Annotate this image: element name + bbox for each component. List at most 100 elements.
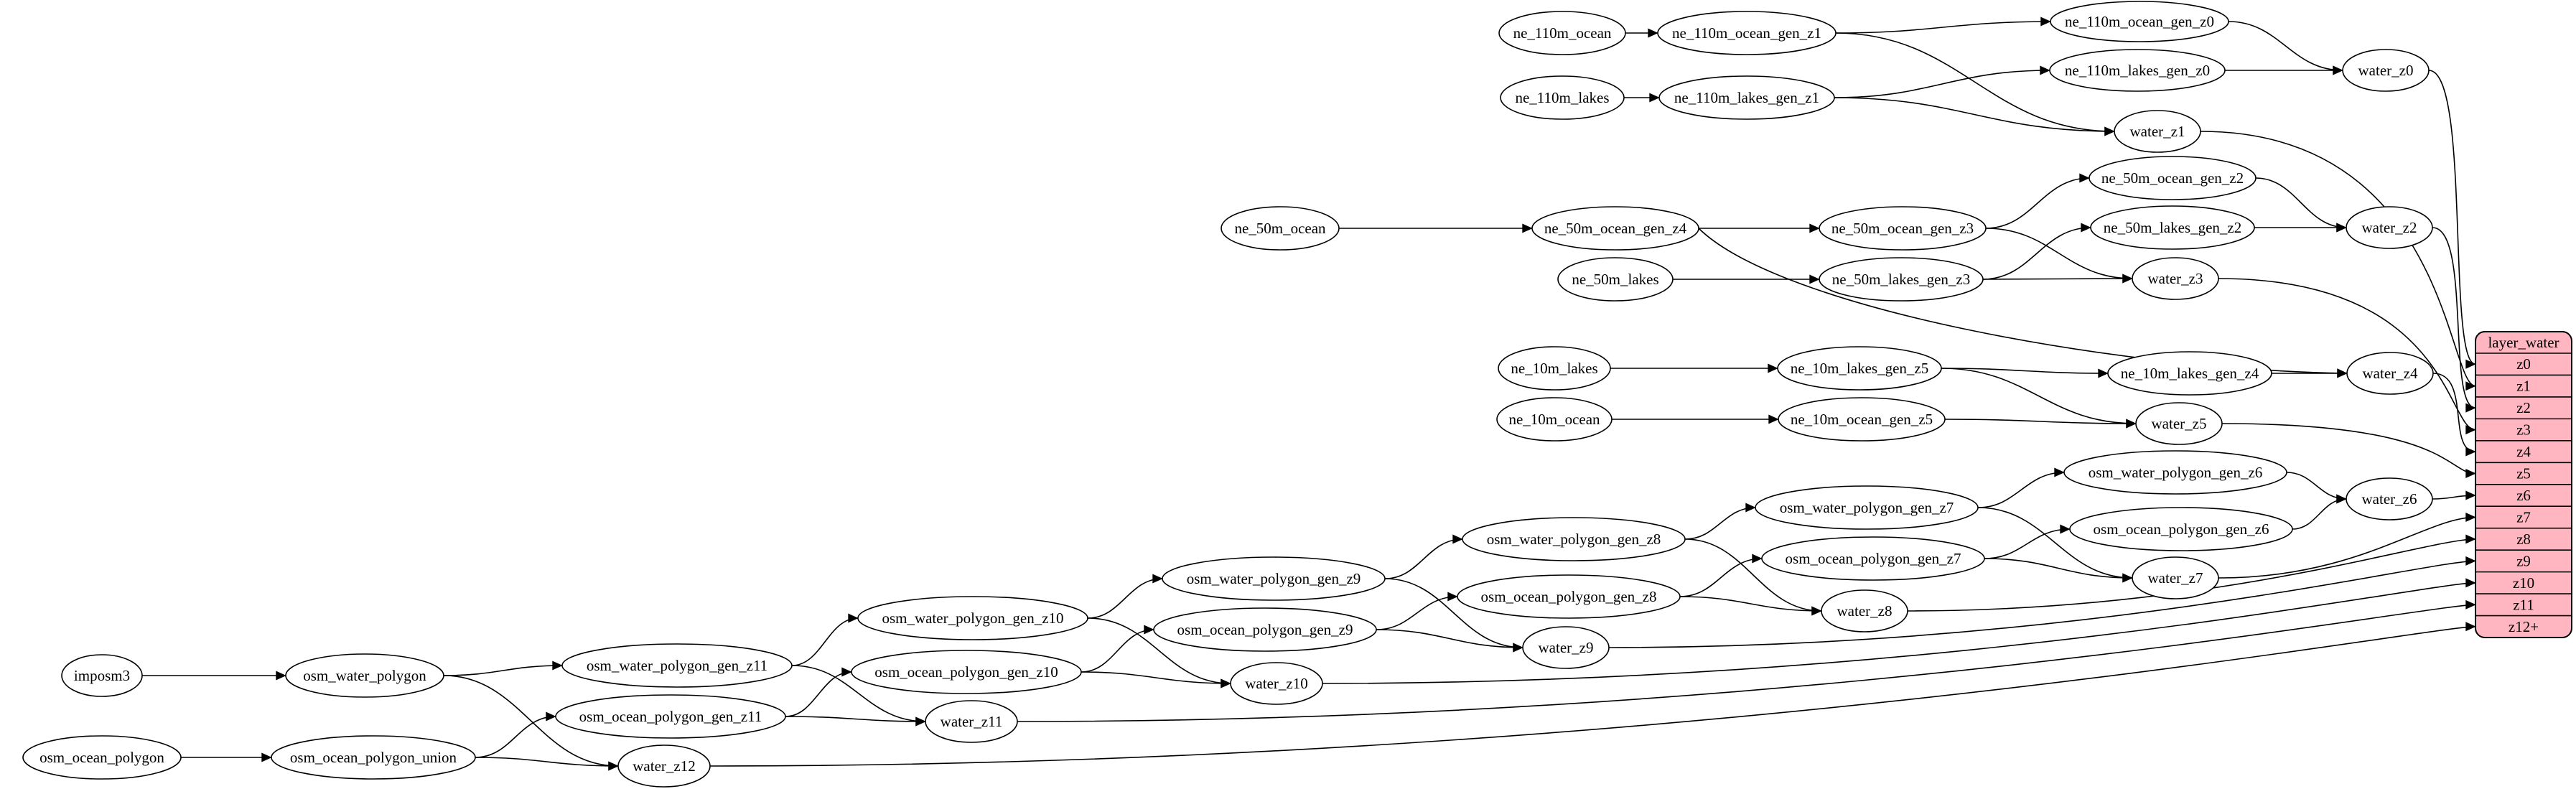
node-shape-water_z10 [1230,662,1323,705]
node-water_z2: water_z2 [2346,206,2433,249]
node-osm_water_polygon_gen_z10: osm_water_polygon_gen_z10 [857,596,1088,640]
node-shape-ne_10m_lakes_gen_z4 [2107,351,2272,396]
node-shape-ne_50m_ocean_gen_z2 [2089,156,2257,200]
table-layer: layer_waterz0z1z2z3z4z5z6z7z8z9z10z11z12… [2475,331,2572,638]
node-shape-water_z7 [2132,556,2219,599]
edge-osm_water_polygon_gen_z7-to-water_z7 [1977,507,2133,583]
node-ne_50m_lakes_gen_z3: ne_50m_lakes_gen_z3 [1819,257,1984,302]
node-shape-osm_water_polygon_gen_z11 [561,643,793,688]
node-shape-osm_water_polygon_gen_z6 [2063,450,2287,495]
node-shape-ne_110m_lakes_gen_z1 [1658,75,1835,120]
edge-water_z10-to-layer_water-z10 [1322,578,2476,684]
node-shape-ne_110m_ocean_gen_z1 [1657,11,1837,55]
node-water_z8: water_z8 [1821,589,1908,632]
node-label-water_z4: water_z4 [2363,365,2418,382]
node-water_z4: water_z4 [2346,352,2434,395]
node-ne_110m_ocean: ne_110m_ocean [1498,11,1626,55]
node-shape-osm_ocean_polygon_gen_z10 [851,650,1082,694]
node-label-water_z8: water_z8 [1837,602,1893,620]
node-shape-osm_ocean_polygon_gen_z11 [555,694,786,739]
node-ne_10m_ocean_gen_z5: ne_10m_ocean_gen_z5 [1778,397,1946,442]
node-shape-osm_ocean_polygon_union [271,735,476,780]
node-osm_ocean_polygon_gen_z10: osm_ocean_polygon_gen_z10 [851,650,1082,694]
table-title-layer-water: layer_water [2488,334,2559,351]
nodes-layer: ne_110m_ocean ne_110m_ocean_gen_z1 ne_110m… [22,1,2434,788]
node-shape-ne_110m_lakes [1500,75,1625,120]
node-osm_water_polygon: osm_water_polygon [285,653,444,698]
node-water_z5: water_z5 [2135,402,2223,445]
edge-water_z8-to-layer_water-z8 [1907,534,2476,612]
node-ne_10m_lakes_gen_z4: ne_10m_lakes_gen_z4 [2107,351,2272,396]
node-label-osm_water_polygon_gen_z6: osm_water_polygon_gen_z6 [2089,464,2263,481]
node-label-ne_50m_lakes_gen_z3: ne_50m_lakes_gen_z3 [1832,271,1970,288]
node-osm_water_polygon_gen_z11: osm_water_polygon_gen_z11 [561,643,793,688]
edge-ne_110m_ocean_gen_z0-to-water_z0 [2228,21,2343,75]
edge-osm_ocean_polygon_gen_z7-to-water_z7 [1984,558,2133,583]
node-label-osm_ocean_polygon_gen_z11: osm_ocean_polygon_gen_z11 [579,708,762,725]
edge-water_z12-to-layer_water-z12+ [709,622,2476,767]
edge-ne_110m_ocean_gen_z1-to-ne_110m_ocean_gen_z0 [1835,17,2051,34]
node-shape-ne_50m_lakes [1557,257,1674,302]
table-row-z6: z6 [2516,487,2531,504]
node-label-ne_50m_lakes_gen_z2: ne_50m_lakes_gen_z2 [2104,219,2241,236]
node-label-ne_110m_ocean_gen_z0: ne_110m_ocean_gen_z0 [2065,13,2214,30]
node-label-ne_110m_ocean: ne_110m_ocean [1513,24,1612,42]
table-row-z11: z11 [2513,596,2534,613]
edge-ne_10m_ocean_gen_z5-to-water_z5 [1944,419,2137,429]
node-label-ne_50m_ocean_gen_z4: ne_50m_ocean_gen_z4 [1544,220,1687,237]
edge-osm_ocean_polygon_gen_z11-to-osm_ocean_polygon_gen_z10 [785,667,852,717]
node-shape-osm_water_polygon_gen_z8 [1462,517,1686,561]
edge-osm_water_polygon_gen_z11-to-water_z11 [791,665,926,727]
node-label-water_z7: water_z7 [2148,569,2203,587]
node-shape-water_z8 [1821,589,1908,632]
node-ne_50m_lakes: ne_50m_lakes [1557,257,1674,302]
node-osm_ocean_polygon_gen_z9: osm_ocean_polygon_gen_z9 [1153,607,1377,652]
node-label-osm_ocean_polygon_gen_z8: osm_ocean_polygon_gen_z8 [1481,588,1657,605]
edge-ne_10m_lakes_gen_z5-to-water_z5 [1941,368,2137,429]
edge-ne_50m_ocean_gen_z3-to-ne_50m_ocean_gen_z2 [1985,173,2090,229]
node-label-ne_110m_lakes_gen_z1: ne_110m_lakes_gen_z1 [1674,89,1819,106]
edge-osm_water_polygon_gen_z10-to-osm_water_polygon_gen_z9 [1087,574,1163,619]
node-shape-ne_50m_ocean_gen_z3 [1819,206,1987,251]
edge-ne_110m_lakes_gen_z1-to-ne_110m_lakes_gen_z0 [1834,65,2050,98]
node-label-water_z2: water_z2 [2362,219,2417,236]
table-row-z9: z9 [2516,552,2531,569]
table-row-z7: z7 [2516,508,2531,526]
edge-water_z7-to-layer_water-z7 [2218,512,2476,579]
node-label-osm_ocean_polygon_union: osm_ocean_polygon_union [290,749,457,766]
node-water_z1: water_z1 [2114,110,2201,153]
node-osm_water_polygon_gen_z8: osm_water_polygon_gen_z8 [1462,517,1686,561]
node-label-ne_110m_lakes: ne_110m_lakes [1515,89,1609,106]
edge-osm_water_polygon_gen_z9-to-water_z9 [1384,578,1523,653]
node-shape-water_z9 [1522,626,1610,669]
node-osm_ocean_polygon_gen_z6: osm_ocean_polygon_gen_z6 [2069,507,2293,551]
edge-ne_10m_lakes_gen_z5-to-ne_10m_lakes_gen_z4 [1941,368,2109,378]
node-osm_ocean_polygon_gen_z11: osm_ocean_polygon_gen_z11 [555,694,786,739]
node-imposm3: imposm3 [61,654,143,697]
node-label-ne_50m_ocean_gen_z2: ne_50m_ocean_gen_z2 [2101,169,2244,187]
edge-water_z11-to-layer_water-z11 [1017,599,2476,722]
node-ne_110m_lakes_gen_z1: ne_110m_lakes_gen_z1 [1658,75,1835,120]
edge-ne_50m_lakes_gen_z3-to-ne_50m_lakes_gen_z2 [1982,223,2091,280]
node-shape-imposm3 [61,654,143,697]
node-label-water_z1: water_z1 [2130,123,2185,140]
node-label-osm_ocean_polygon_gen_z9: osm_ocean_polygon_gen_z9 [1177,621,1353,638]
table-row-z0: z0 [2516,355,2531,373]
node-label-water_z3: water_z3 [2148,270,2203,287]
node-label-ne_110m_ocean_gen_z1: ne_110m_ocean_gen_z1 [1672,24,1821,42]
node-shape-water_z11 [925,700,1018,743]
edge-osm_ocean_polygon_gen_z8-to-osm_ocean_polygon_gen_z7 [1679,554,1763,597]
edge-osm_water_polygon-to-osm_water_polygon_gen_z11 [443,660,563,676]
edge-osm_ocean_polygon_union-to-water_z12 [475,757,619,771]
node-label-ne_10m_ocean: ne_10m_ocean [1508,411,1600,428]
node-label-water_z0: water_z0 [2358,62,2414,79]
node-shape-ne_10m_lakes_gen_z5 [1777,346,1942,391]
node-water_z7: water_z7 [2132,556,2219,599]
node-ne_110m_ocean_gen_z1: ne_110m_ocean_gen_z1 [1657,11,1837,55]
node-water_z3: water_z3 [2132,257,2219,300]
edge-osm_ocean_polygon_gen_z10-to-osm_ocean_polygon_gen_z9 [1081,625,1154,673]
node-label-osm_water_polygon_gen_z10: osm_water_polygon_gen_z10 [882,610,1063,627]
node-shape-water_z5 [2135,402,2223,445]
